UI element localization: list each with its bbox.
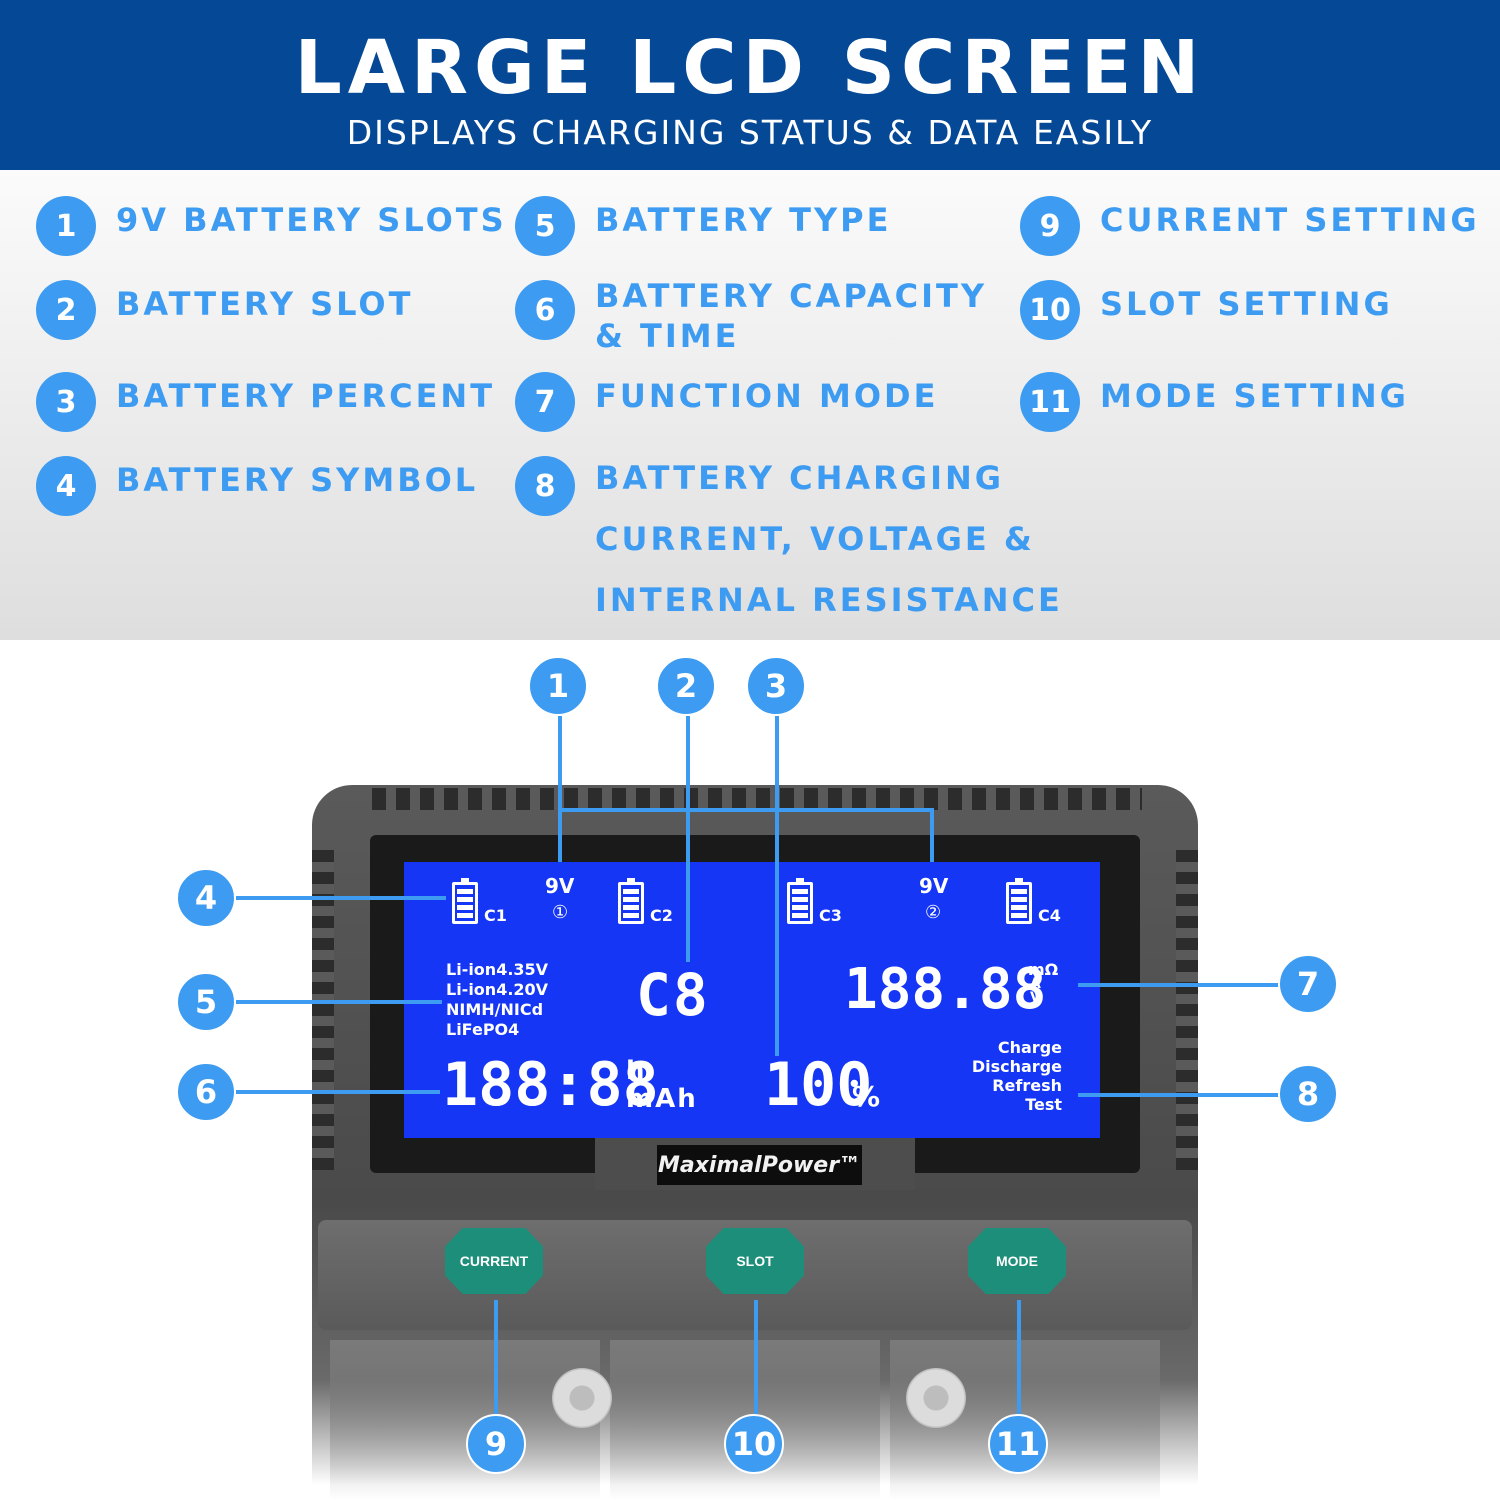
callout-2: 2 bbox=[656, 656, 716, 716]
callout-4: 4 bbox=[176, 868, 236, 928]
unit-volt: V bbox=[1030, 990, 1041, 1006]
leader-line-2 bbox=[686, 716, 690, 962]
legend-label: FUNCTION MODE bbox=[595, 377, 939, 415]
nine-v-label: 9V bbox=[919, 874, 949, 898]
brand-logo: MaximalPower™ bbox=[657, 1145, 862, 1185]
legend-number: 4 bbox=[36, 456, 96, 516]
legend-label: 9V BATTERY SLOTS bbox=[116, 201, 507, 239]
leader-line-1-bracket bbox=[558, 808, 934, 812]
lcd-screen: C1 9V ① C2 C3 9V ② C4 Li-ion4.35V Li-ion… bbox=[404, 862, 1100, 1138]
unit-amp: A bbox=[1030, 976, 1041, 992]
legend-number: 9 bbox=[1020, 196, 1080, 256]
battery-icon bbox=[787, 878, 813, 924]
legend-panel: 1 9V BATTERY SLOTS 2 BATTERY SLOT 3 BATT… bbox=[0, 170, 1500, 640]
legend-number: 5 bbox=[515, 196, 575, 256]
capacity-value: 188:88 bbox=[442, 1050, 659, 1120]
screw-icon bbox=[906, 1368, 966, 1428]
leader-line-4 bbox=[236, 896, 446, 900]
slot-label-c4: C4 bbox=[1038, 906, 1061, 925]
legend-number: 11 bbox=[1020, 372, 1080, 432]
battery-icon bbox=[452, 878, 478, 924]
legend-label: SLOT SETTING bbox=[1100, 285, 1393, 323]
legend-label: BATTERY PERCENT bbox=[116, 377, 496, 415]
nine-v-label: 9V bbox=[545, 874, 575, 898]
right-vents bbox=[1176, 850, 1198, 1170]
percent-value: 100 bbox=[764, 1050, 873, 1120]
leader-line-3 bbox=[775, 716, 779, 1056]
mode-refresh: Refresh bbox=[992, 1076, 1062, 1095]
mode-discharge: Discharge bbox=[971, 1057, 1062, 1076]
legend-label: CURRENT SETTING bbox=[1100, 201, 1480, 239]
callout-1: 1 bbox=[528, 656, 588, 716]
leader-line-6 bbox=[236, 1090, 440, 1094]
legend-number: 6 bbox=[515, 280, 575, 340]
legend-number: 8 bbox=[515, 456, 575, 516]
legend-number: 7 bbox=[515, 372, 575, 432]
legend-label: BATTERY SYMBOL bbox=[116, 461, 479, 499]
slot-label-c1: C1 bbox=[484, 906, 507, 925]
callout-7: 7 bbox=[1278, 954, 1338, 1014]
battery-icon bbox=[1006, 878, 1032, 924]
legend-label: MODE SETTING bbox=[1100, 377, 1409, 415]
legend-label: BATTERY SLOT bbox=[116, 285, 414, 323]
header-banner: LARGE LCD SCREEN DISPLAYS CHARGING STATU… bbox=[0, 0, 1500, 170]
legend-number: 1 bbox=[36, 196, 96, 256]
leader-line-8 bbox=[1078, 1093, 1282, 1097]
leader-line-1 bbox=[558, 716, 562, 862]
leader-line-11 bbox=[1017, 1300, 1021, 1414]
callout-3: 3 bbox=[746, 656, 806, 716]
page-title: LARGE LCD SCREEN bbox=[294, 25, 1206, 111]
callout-10: 10 bbox=[724, 1414, 784, 1474]
legend-number: 10 bbox=[1020, 280, 1080, 340]
leader-line-9 bbox=[494, 1300, 498, 1414]
mode-test: Test bbox=[1025, 1095, 1062, 1114]
charger-diagram: C1 9V ① C2 C3 9V ② C4 Li-ion4.35V Li-ion… bbox=[0, 640, 1500, 1500]
callout-11: 11 bbox=[988, 1414, 1048, 1474]
page-subtitle: DISPLAYS CHARGING STATUS & DATA EASILY bbox=[346, 113, 1154, 152]
legend-label: BATTERY TYPE bbox=[595, 201, 892, 239]
callout-8: 8 bbox=[1278, 1064, 1338, 1124]
battery-type-3: NIMH/NICd bbox=[446, 1000, 544, 1019]
reading-value: 188.88 bbox=[844, 957, 1047, 1022]
top-vents bbox=[372, 788, 1142, 810]
battery-type-2: Li-ion4.20V bbox=[446, 980, 549, 999]
legend-number: 3 bbox=[36, 372, 96, 432]
nine-v-slot-2: ② bbox=[925, 902, 942, 923]
battery-bay bbox=[330, 1340, 600, 1500]
callout-9: 9 bbox=[466, 1414, 526, 1474]
leader-line-5 bbox=[236, 1000, 442, 1004]
slot-code: C8 bbox=[636, 961, 710, 1029]
current-button[interactable]: CURRENT bbox=[445, 1228, 543, 1294]
leader-line-1-right bbox=[930, 808, 934, 862]
screw-icon bbox=[552, 1368, 612, 1428]
unit-mah: mAh bbox=[626, 1084, 698, 1114]
battery-type-1: Li-ion4.35V bbox=[446, 960, 549, 979]
slot-label-c2: C2 bbox=[650, 906, 673, 925]
legend-label: BATTERY CAPACITY & TIME bbox=[595, 277, 988, 355]
leader-line-10 bbox=[754, 1300, 758, 1414]
mode-button[interactable]: MODE bbox=[968, 1228, 1066, 1294]
legend-label: BATTERY CHARGING CURRENT, VOLTAGE & INTE… bbox=[595, 459, 1063, 619]
percent-sign: % bbox=[852, 1080, 881, 1113]
callout-6: 6 bbox=[176, 1062, 236, 1122]
leader-line-7 bbox=[1078, 983, 1282, 987]
mode-charge: Charge bbox=[997, 1038, 1062, 1057]
callout-5: 5 bbox=[176, 972, 236, 1032]
slot-button[interactable]: SLOT bbox=[706, 1228, 804, 1294]
battery-icon bbox=[618, 878, 644, 924]
battery-type-4: LiFePO4 bbox=[446, 1020, 520, 1039]
slot-label-c3: C3 bbox=[819, 906, 842, 925]
unit-hours: h bbox=[626, 1056, 645, 1086]
legend-number: 2 bbox=[36, 280, 96, 340]
nine-v-slot-1: ① bbox=[552, 902, 569, 923]
unit-mohm: mΩ bbox=[1028, 960, 1059, 979]
